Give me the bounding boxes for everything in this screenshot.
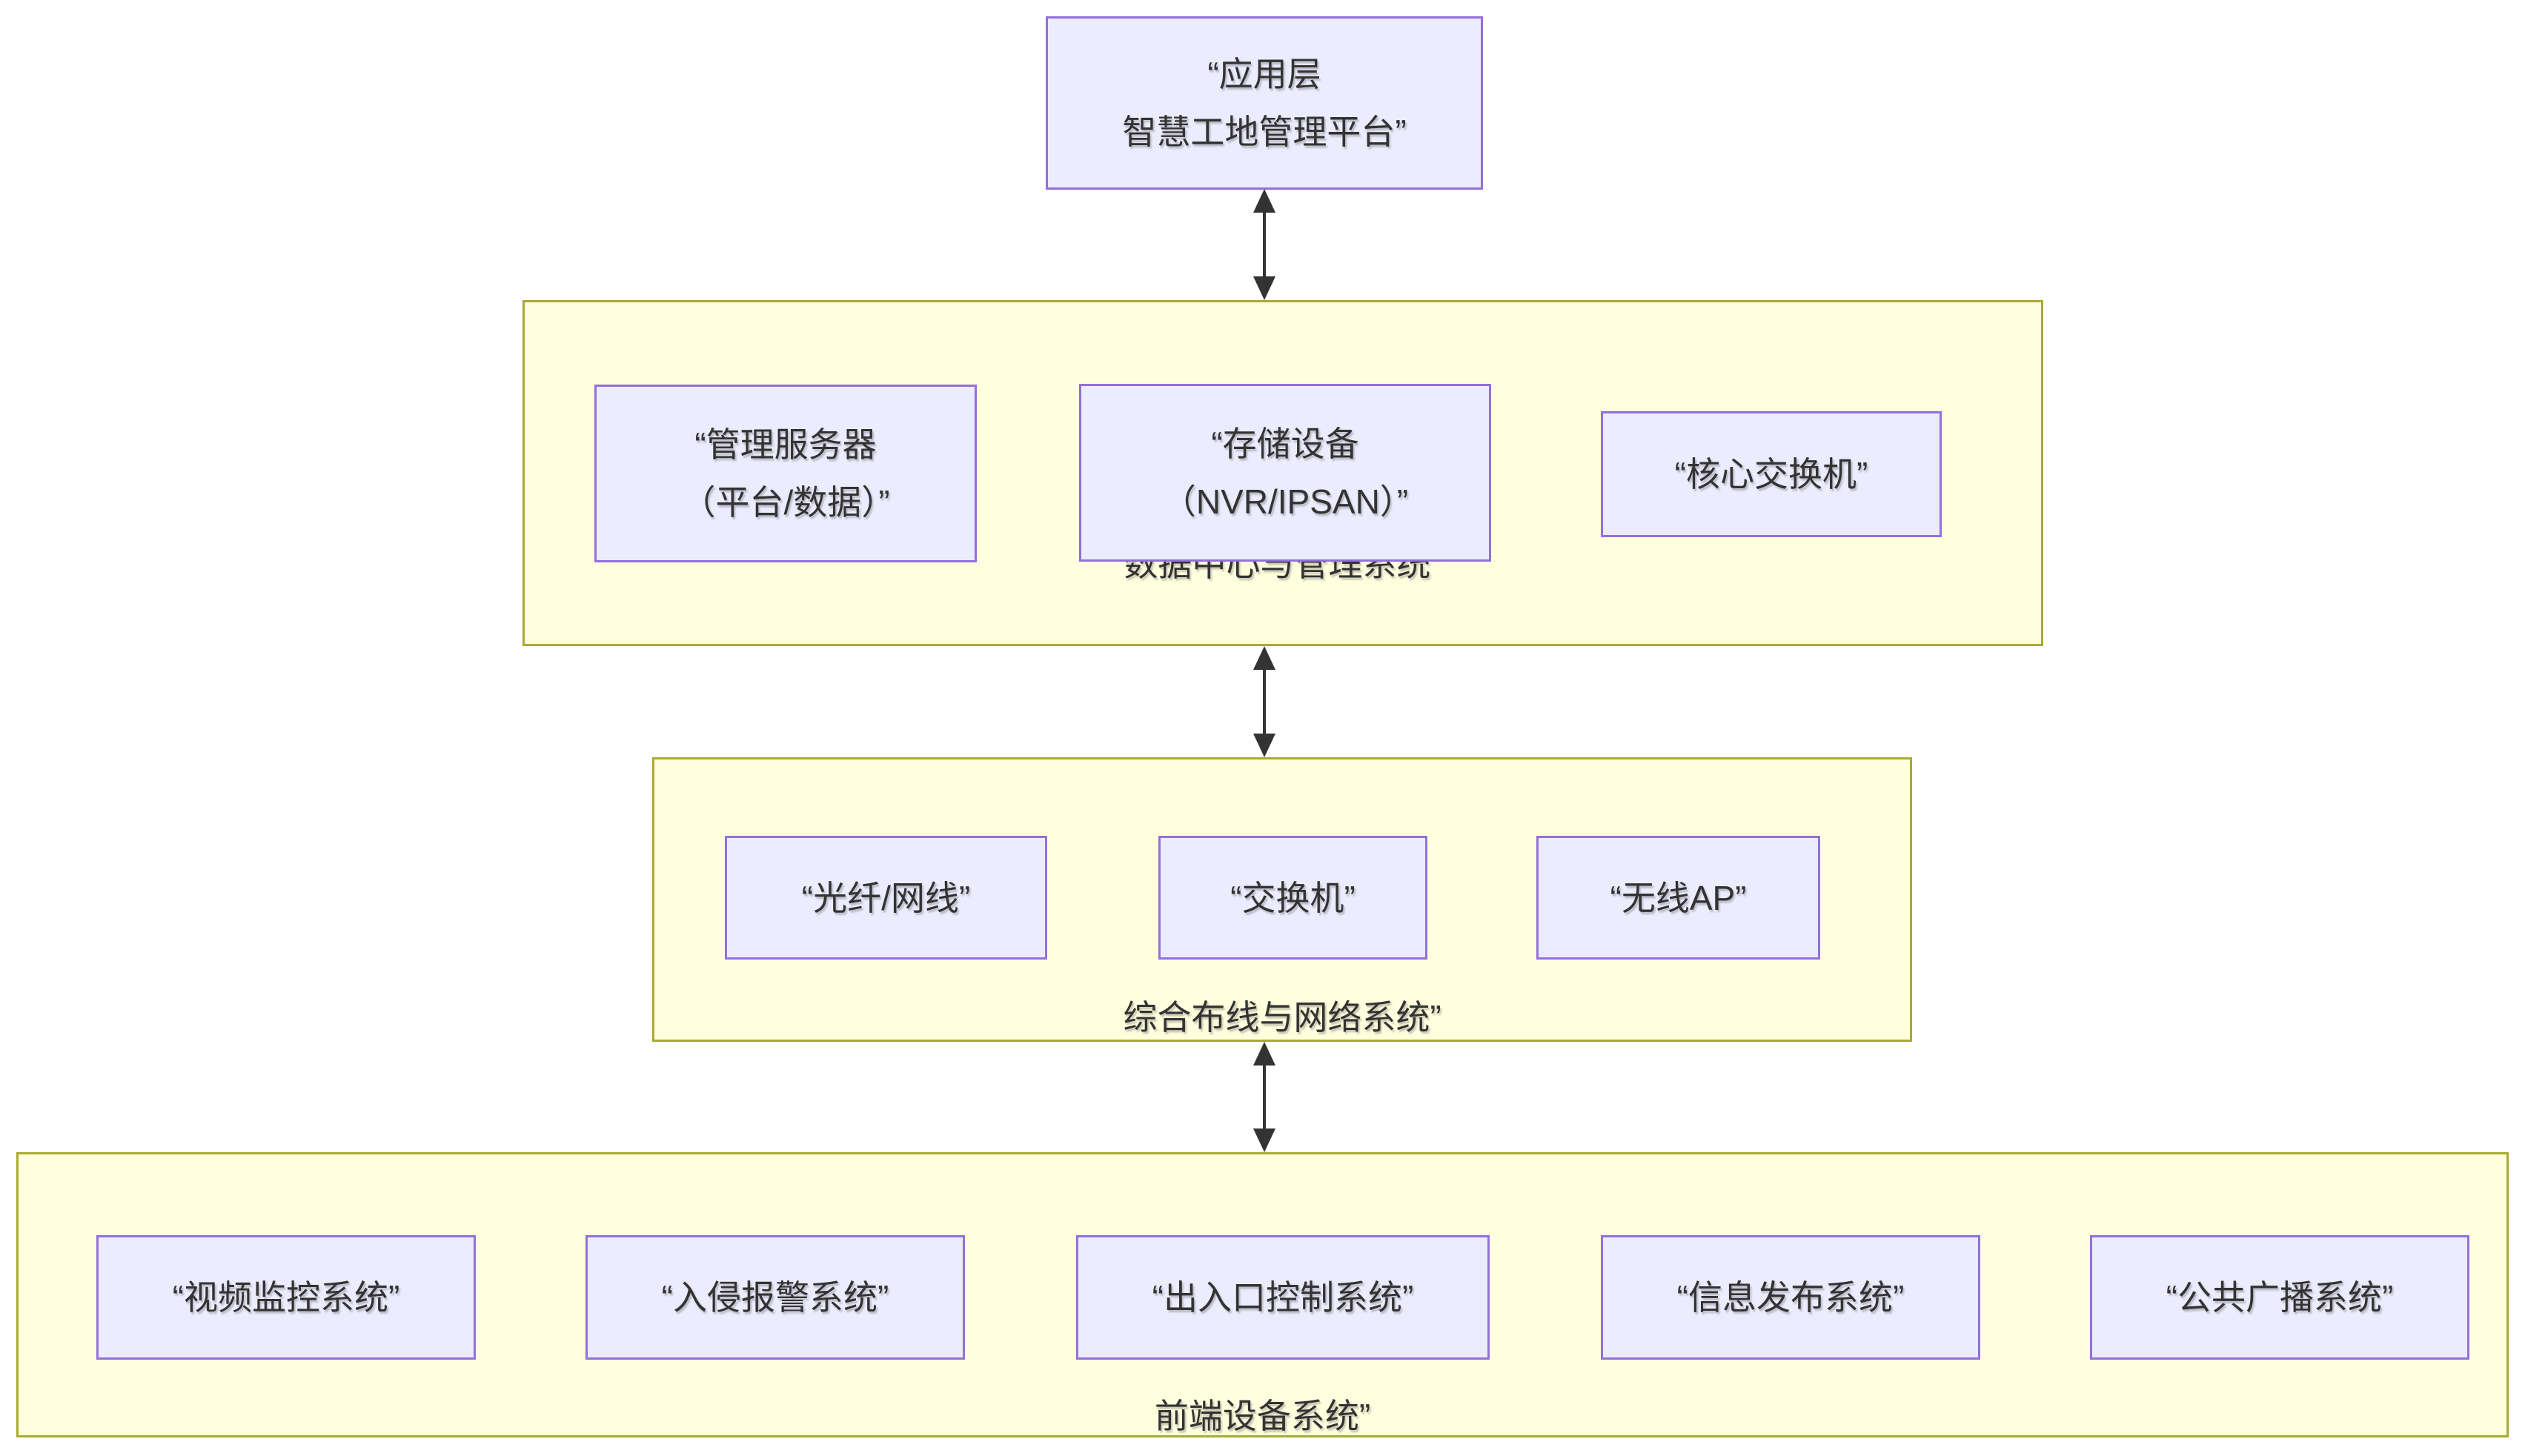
arrow-transport-to-frontend xyxy=(1253,1042,1275,1152)
frontend-layer-title-line2: 前端设备系统” xyxy=(1154,1397,1371,1435)
node-public-broadcast-line1: “公共广播系统” xyxy=(2166,1278,2394,1317)
node-switch-line1: “交换机” xyxy=(1230,878,1356,917)
node-core-switch: “核心交换机” xyxy=(1601,411,1942,537)
node-access-control-line1: “出入口控制系统” xyxy=(1152,1278,1414,1317)
node-intrusion-alarm-line1: “入侵报警系统” xyxy=(661,1278,889,1317)
node-wireless-ap-line1: “无线AP” xyxy=(1610,878,1747,917)
arrowhead-down-icon xyxy=(1253,276,1275,300)
node-intrusion-alarm: “入侵报警系统” xyxy=(585,1235,965,1360)
node-public-broadcast: “公共广播系统” xyxy=(2090,1235,2469,1360)
node-management-server: “管理服务器 （平台/数据）” xyxy=(594,385,977,562)
node-storage-device: “存储设备 （NVR/IPSAN）” xyxy=(1079,384,1491,562)
node-application-platform-line1: “应用层 xyxy=(1207,55,1321,93)
transport-layer-title-line2: 综合布线与网络系统” xyxy=(1123,998,1441,1037)
node-switch: “交换机” xyxy=(1158,836,1427,960)
arrow-core-to-transport xyxy=(1253,646,1275,757)
arrow-shaft xyxy=(1263,670,1266,734)
node-wireless-ap: “无线AP” xyxy=(1536,836,1820,960)
node-storage-device-line1: “存储设备 xyxy=(1211,425,1359,463)
arrowhead-down-icon xyxy=(1253,1128,1275,1152)
node-management-server-line2: （平台/数据）” xyxy=(681,483,890,522)
arrowhead-up-icon xyxy=(1253,646,1275,670)
arrowhead-up-icon xyxy=(1253,1042,1275,1066)
node-video-surveillance-line1: “视频监控系统” xyxy=(172,1278,400,1317)
node-fiber-cable: “光纤/网线” xyxy=(725,836,1047,960)
node-application-platform-line2: 智慧工地管理平台” xyxy=(1122,113,1407,151)
node-management-server-line1: “管理服务器 xyxy=(694,425,877,464)
node-storage-device-line2: （NVR/IPSAN）” xyxy=(1161,482,1409,521)
arrow-shaft xyxy=(1263,213,1266,276)
arrowhead-down-icon xyxy=(1253,734,1275,757)
node-video-surveillance: “视频监控系统” xyxy=(96,1235,476,1360)
node-fiber-cable-line1: “光纤/网线” xyxy=(801,878,971,917)
node-core-switch-line1: “核心交换机” xyxy=(1674,455,1868,493)
node-info-publishing-line1: “信息发布系统” xyxy=(1676,1278,1905,1317)
node-access-control: “出入口控制系统” xyxy=(1076,1235,1490,1360)
node-application-platform: “应用层 智慧工地管理平台” xyxy=(1046,16,1483,190)
arrow-shaft xyxy=(1263,1066,1266,1128)
arrowhead-up-icon xyxy=(1253,189,1275,213)
node-info-publishing: “信息发布系统” xyxy=(1601,1235,1980,1360)
arrow-app-to-core xyxy=(1253,189,1275,300)
